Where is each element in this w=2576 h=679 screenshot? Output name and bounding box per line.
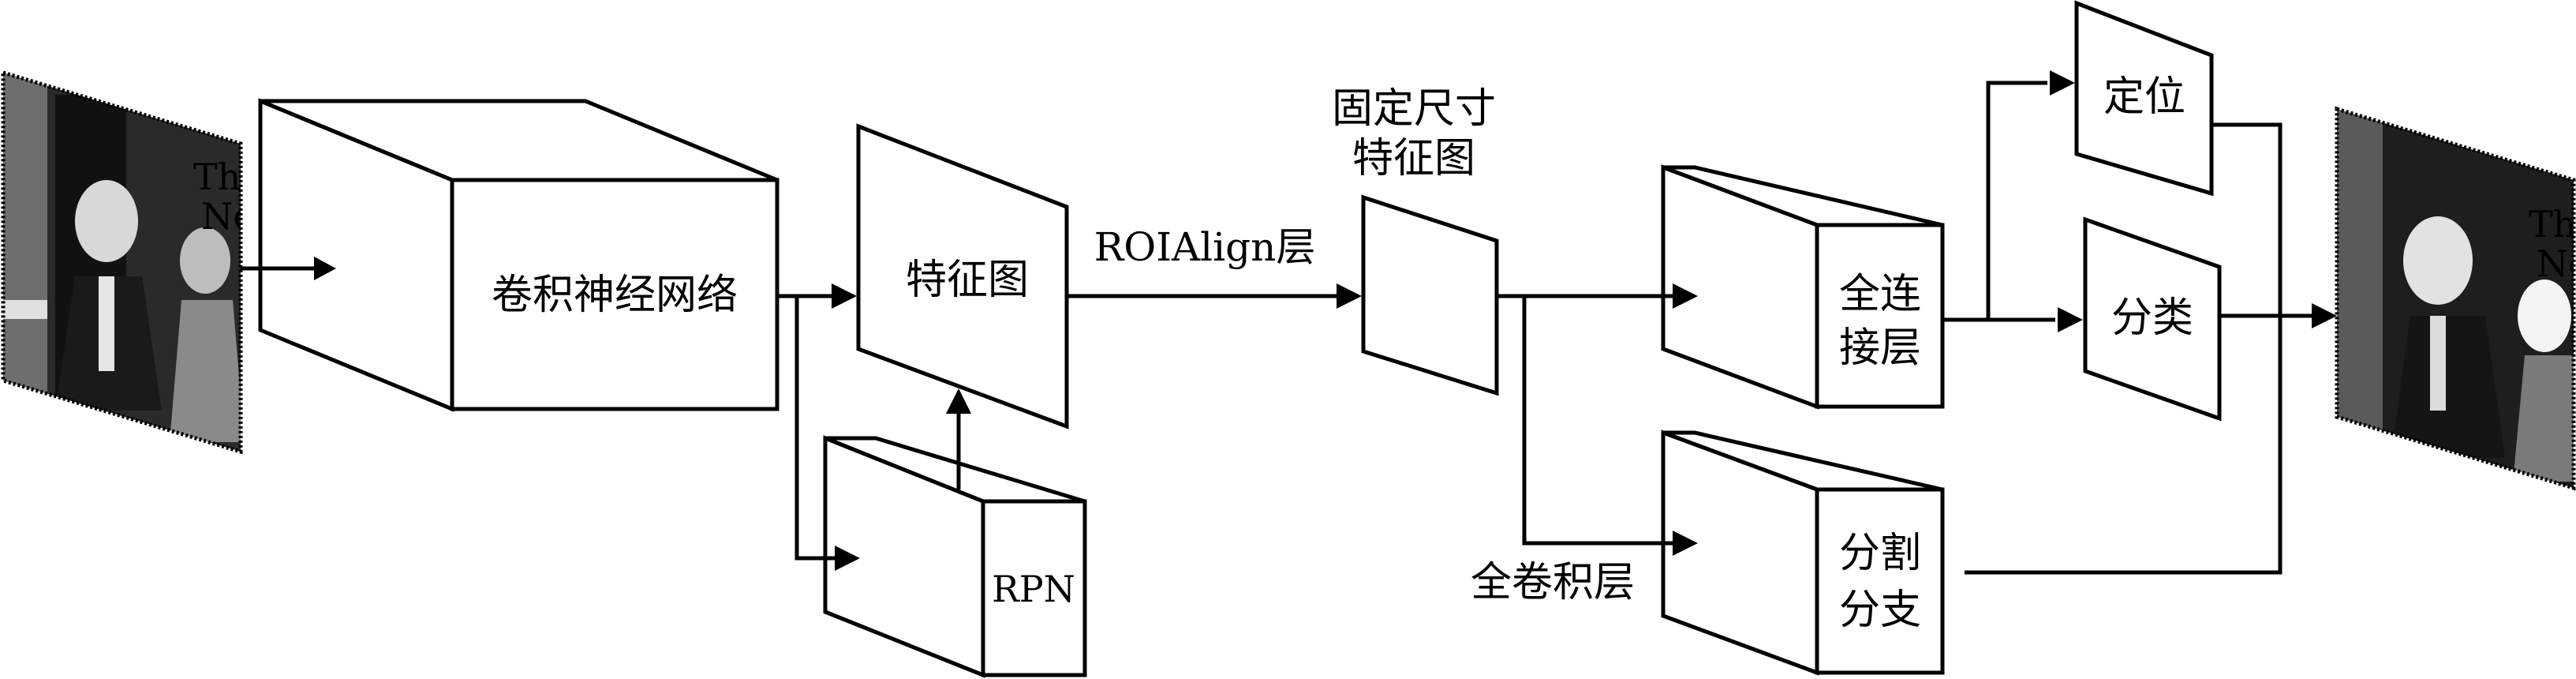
classification-box — [2083, 216, 2222, 422]
rpn-block — [823, 435, 1087, 678]
mask-branch-label-line2: 分支 — [1839, 587, 1921, 634]
mask-branch-block — [1661, 430, 1945, 676]
input-image: The New — [3, 73, 286, 452]
svg-text:New: New — [201, 195, 286, 238]
svg-text:Ne: Ne — [2537, 242, 2576, 285]
cnn-label: 卷积神经网络 — [492, 272, 738, 319]
fixed-size-feature-map-box — [1361, 194, 1499, 396]
fixed-size-label-line2: 特征图 — [1352, 135, 1475, 182]
fc-label-line1: 全连 — [1839, 271, 1921, 318]
fixed-size-label-line1: 固定尺寸 — [1332, 85, 1496, 133]
feature-map-box — [856, 123, 1069, 430]
arrowheads — [314, 70, 2337, 571]
connectors — [241, 81, 2312, 575]
mask-branch-label-line1: 分割 — [1839, 530, 1921, 577]
output-image: Th Ne — [2337, 109, 2576, 488]
svg-text:The: The — [193, 156, 263, 198]
fc-block — [1661, 164, 1945, 410]
svg-text:Th: Th — [2529, 203, 2576, 246]
roi-align-label: ROIAlign层 — [1094, 224, 1316, 270]
cnn-block — [258, 98, 780, 412]
localization-box — [2074, 0, 2214, 197]
fully-conv-label: 全卷积层 — [1471, 559, 1635, 606]
fc-label-line2: 接层 — [1839, 324, 1921, 372]
rpn-label: RPN — [992, 568, 1075, 610]
feature-map-label: 特征图 — [906, 257, 1029, 304]
classification-label: 分类 — [2111, 294, 2193, 342]
localization-label: 定位 — [2103, 73, 2185, 121]
